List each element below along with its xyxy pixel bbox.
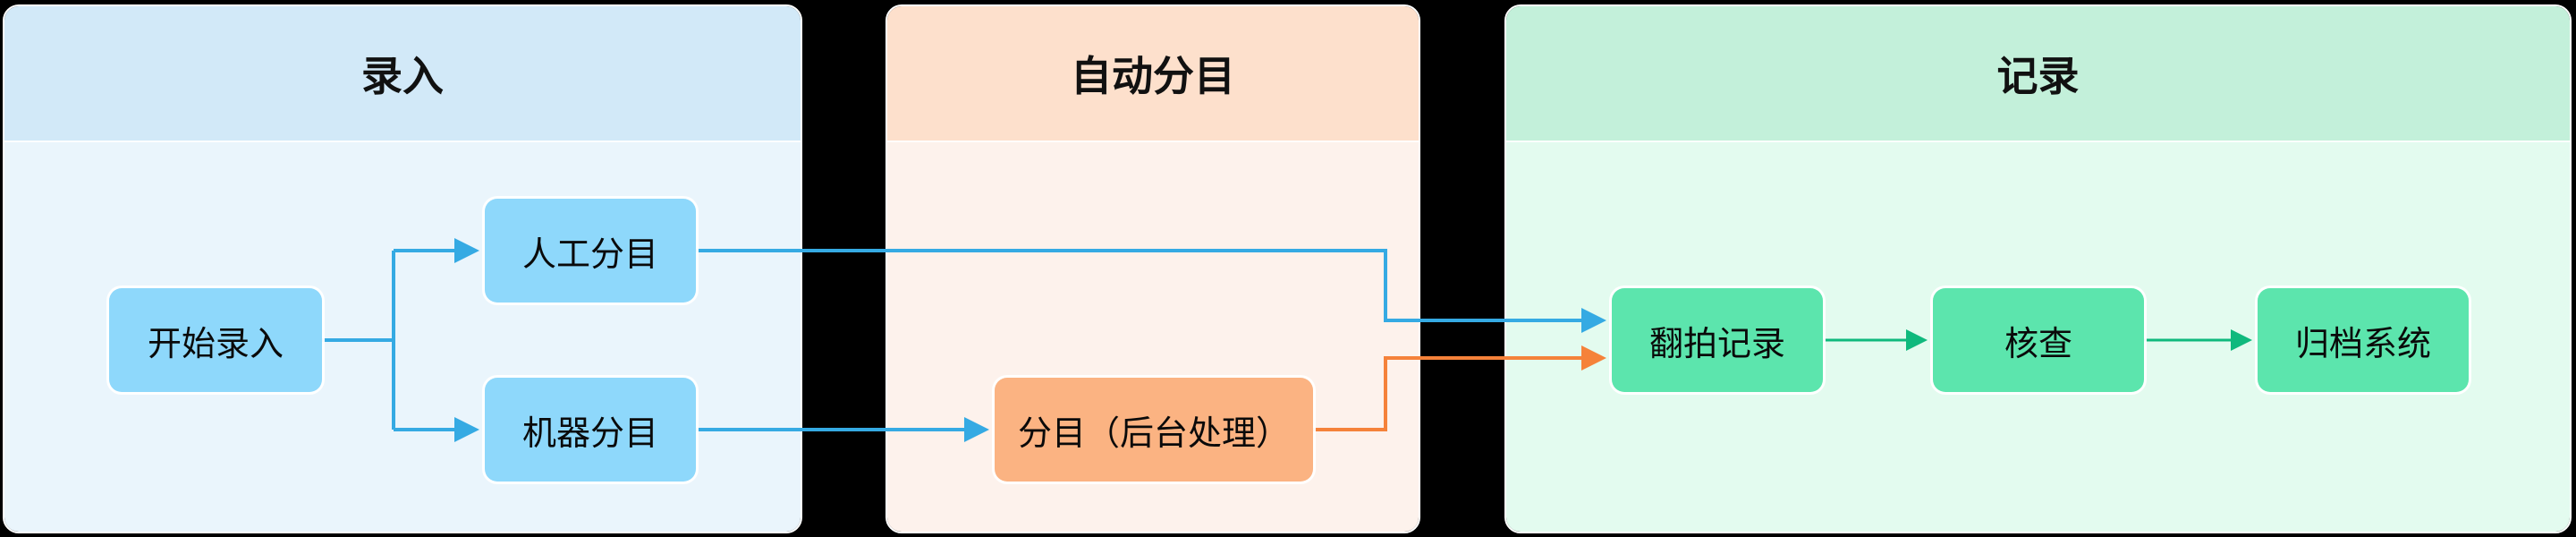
lane-record: 记录 — [1504, 4, 2572, 533]
node-machine-categorize-label: 机器分目 — [521, 414, 658, 453]
node-archive-system-label: 归档系统 — [2294, 325, 2431, 363]
lane-auto-categorize-header[interactable]: 自动分目 — [887, 6, 1419, 142]
node-backend-categorize[interactable]: 分目（后台处理） — [995, 378, 1313, 482]
node-rephoto-record-label: 翻拍记录 — [1648, 325, 1785, 363]
node-rephoto-record[interactable]: 翻拍记录 — [1612, 288, 1823, 392]
node-start-entry-label: 开始录入 — [147, 325, 284, 363]
node-manual-categorize-label: 人工分目 — [521, 235, 658, 274]
node-machine-categorize[interactable]: 机器分目 — [485, 378, 696, 482]
node-archive-system[interactable]: 归档系统 — [2258, 288, 2469, 392]
node-manual-categorize[interactable]: 人工分目 — [485, 199, 696, 303]
node-check[interactable]: 核查 — [1933, 288, 2144, 392]
lane-entry-title: 录入 — [361, 53, 444, 99]
node-check-label: 核查 — [2004, 325, 2072, 363]
node-backend-categorize-label: 分目（后台处理） — [1017, 414, 1290, 453]
lane-auto-categorize-title: 自动分目 — [1071, 53, 1235, 99]
lane-record-header[interactable]: 记录 — [1506, 6, 2570, 142]
lane-record-title: 记录 — [1996, 53, 2080, 99]
node-start-entry[interactable]: 开始录入 — [109, 288, 322, 392]
lane-entry-header[interactable]: 录入 — [4, 6, 801, 142]
